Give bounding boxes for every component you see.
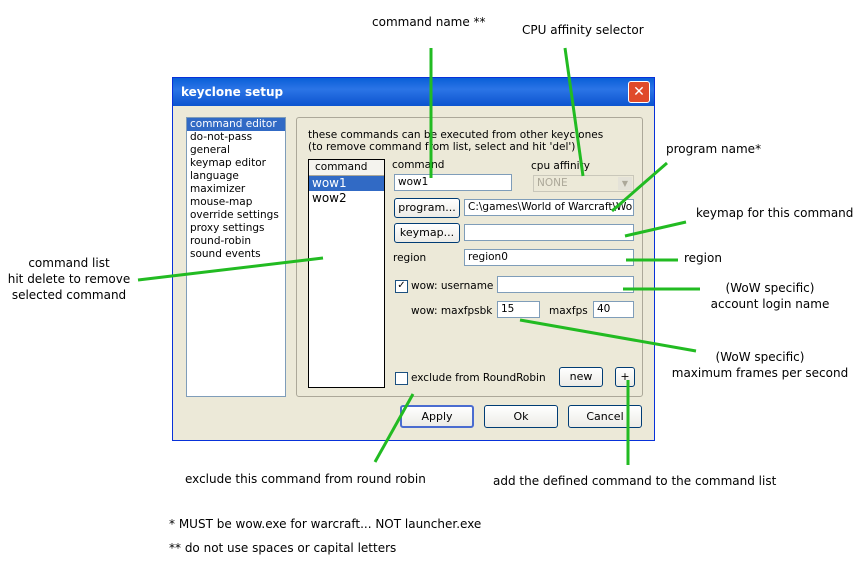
- cancel-button[interactable]: Cancel: [568, 405, 642, 428]
- command-editor-panel: these commands can be executed from othe…: [296, 117, 643, 397]
- wow-username-checkbox[interactable]: ✓: [395, 280, 408, 293]
- annotation-cmdlist-line2: hit delete to remove: [7, 272, 131, 286]
- apply-button[interactable]: Apply: [400, 405, 474, 428]
- command-label: command: [392, 159, 445, 171]
- annotation-add: add the defined command to the command l…: [493, 474, 777, 488]
- annotation-program-name: program name*: [666, 142, 762, 156]
- category-item-round-robin[interactable]: round-robin: [190, 235, 252, 247]
- add-command-button[interactable]: +: [615, 367, 635, 387]
- wow-username-input[interactable]: [497, 276, 634, 293]
- cpu-affinity-select[interactable]: NONE ▼: [533, 175, 634, 192]
- annotation-region: region: [684, 251, 722, 265]
- category-item-command-editor[interactable]: command editor: [187, 118, 285, 131]
- category-item-do-not-pass[interactable]: do-not-pass: [190, 131, 253, 143]
- category-list[interactable]: command editor do-not-pass general keyma…: [186, 117, 286, 397]
- category-item-mouse-map[interactable]: mouse-map: [190, 196, 253, 208]
- keymap-button[interactable]: keymap...: [394, 223, 460, 243]
- exclude-roundrobin-checkbox[interactable]: [395, 372, 408, 385]
- annotation-command-name: command name **: [372, 15, 486, 29]
- program-path-input[interactable]: C:\games\World of Warcraft\Wo: [464, 199, 634, 216]
- command-list-header[interactable]: command: [309, 160, 384, 176]
- command-list-item[interactable]: wow2: [312, 191, 347, 205]
- chevron-down-icon: ▼: [618, 177, 632, 190]
- region-label: region: [393, 252, 427, 264]
- new-button[interactable]: new: [559, 367, 603, 387]
- region-input[interactable]: region0: [464, 249, 634, 266]
- maxfps-input[interactable]: 40: [593, 301, 634, 318]
- program-button[interactable]: program...: [394, 198, 460, 218]
- command-list-item[interactable]: wow1: [309, 176, 384, 191]
- close-button[interactable]: ✕: [628, 81, 650, 103]
- annotation-frames-line2: maximum frames per second: [671, 366, 849, 380]
- category-item-general[interactable]: general: [190, 144, 230, 156]
- window-title: keyclone setup: [181, 85, 284, 99]
- command-name-input[interactable]: wow1: [394, 174, 512, 191]
- cpu-affinity-label: cpu affinity: [531, 160, 590, 172]
- annotation-keymap: keymap for this command: [696, 206, 854, 220]
- annotation-cpu-affinity: CPU affinity selector: [522, 23, 644, 37]
- info-line-2: (to remove command from list, select and…: [308, 141, 576, 153]
- annotation-cmdlist-line3: selected command: [11, 288, 127, 302]
- annotation-account-line1: (WoW specific): [725, 281, 815, 295]
- info-line-1: these commands can be executed from othe…: [308, 129, 604, 141]
- maxfpsbk-input[interactable]: 15: [497, 301, 540, 318]
- annotation-frames-line1: (WoW specific): [715, 350, 805, 364]
- cpu-affinity-value: NONE: [537, 177, 568, 189]
- category-item-override-settings[interactable]: override settings: [190, 209, 279, 221]
- category-item-language[interactable]: language: [190, 170, 239, 182]
- keymap-input[interactable]: [464, 224, 634, 241]
- command-list[interactable]: command wow1 wow2: [308, 159, 385, 388]
- category-item-proxy-settings[interactable]: proxy settings: [190, 222, 265, 234]
- maxfps-label: maxfps: [549, 305, 588, 317]
- ok-button[interactable]: Ok: [484, 405, 558, 428]
- category-item-sound-events[interactable]: sound events: [190, 248, 261, 260]
- annotation-exclude: exclude this command from round robin: [185, 472, 426, 486]
- wow-username-label: wow: username: [411, 280, 494, 292]
- annotation-account-line2: account login name: [710, 297, 830, 311]
- footnote-wow-exe: * MUST be wow.exe for warcraft... NOT la…: [169, 517, 482, 531]
- maxfpsbk-label: wow: maxfpsbk: [411, 305, 493, 317]
- checkmark-icon: ✓: [397, 280, 406, 291]
- annotation-cmdlist-line1: command list: [28, 256, 110, 270]
- keyclone-setup-dialog: keyclone setup ✕ command editor do-not-p…: [172, 77, 655, 441]
- close-icon: ✕: [633, 84, 645, 100]
- panel-info: these commands can be executed from othe…: [308, 129, 603, 153]
- category-item-maximizer[interactable]: maximizer: [190, 183, 246, 195]
- exclude-roundrobin-label: exclude from RoundRobin: [411, 372, 546, 384]
- footnote-no-spaces: ** do not use spaces or capital letters: [169, 541, 397, 555]
- category-item-keymap-editor[interactable]: keymap editor: [190, 157, 266, 169]
- title-bar[interactable]: keyclone setup ✕: [173, 78, 654, 106]
